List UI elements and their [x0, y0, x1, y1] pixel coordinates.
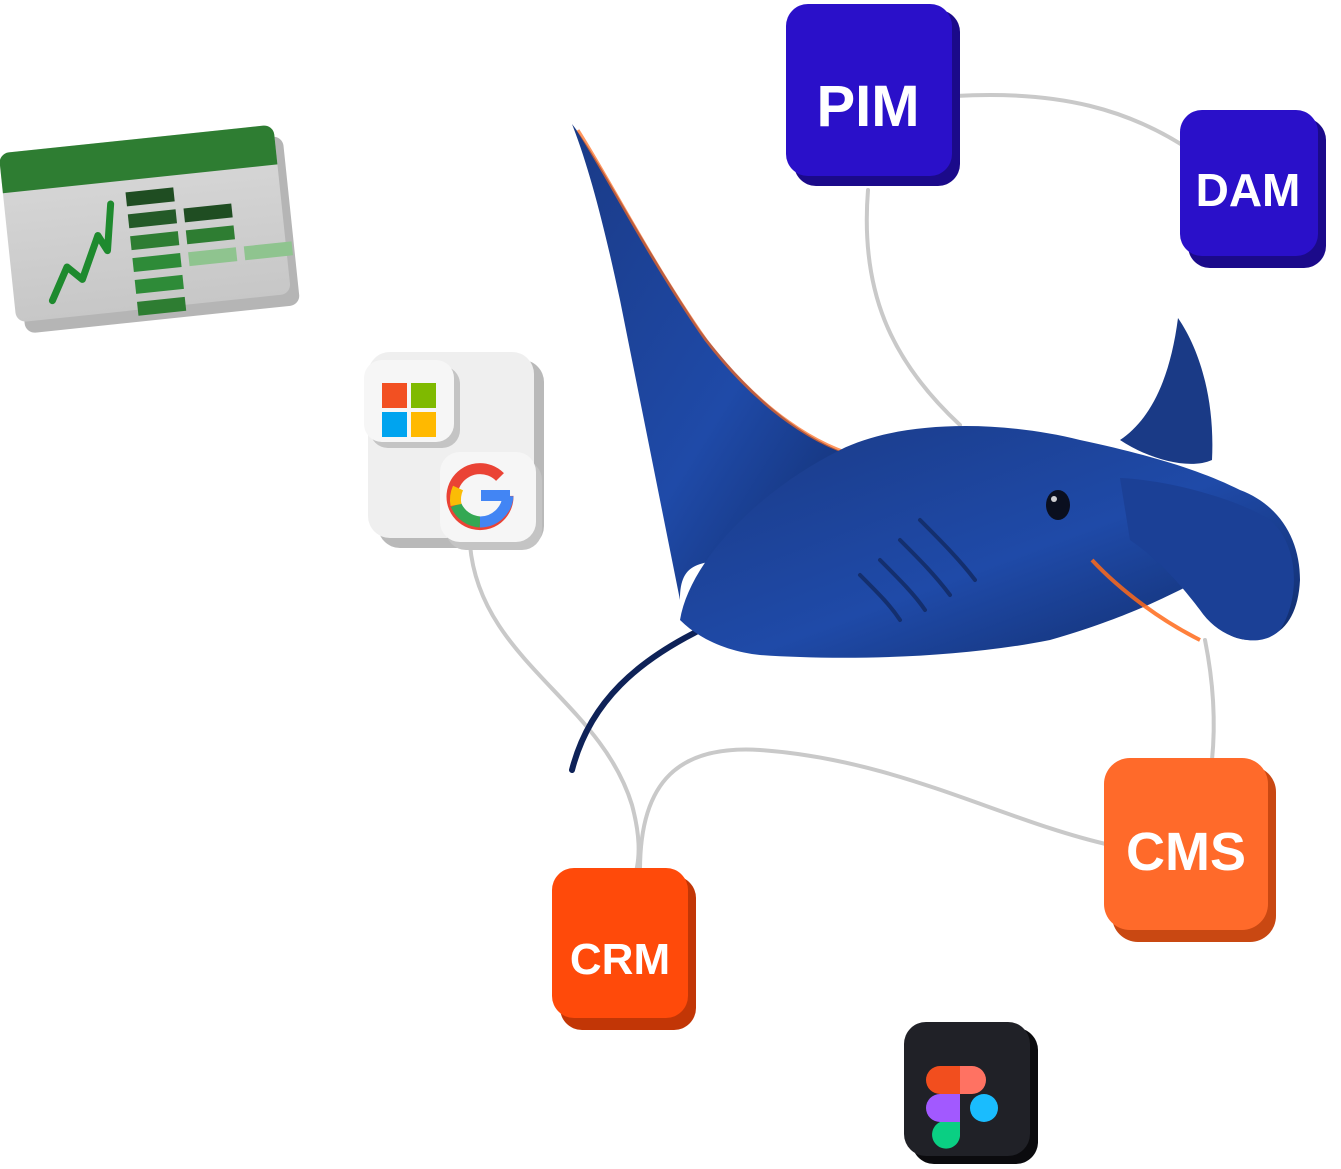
manta-left-wing-rim	[576, 129, 867, 460]
dam-label: DAM	[1196, 164, 1301, 216]
cms-label: CMS	[1126, 822, 1246, 882]
google-logo-icon	[440, 452, 542, 550]
manta-tail	[569, 627, 703, 773]
connector-lines	[468, 92, 1216, 874]
manta-right-fin	[1120, 318, 1213, 464]
crm-label: CRM	[570, 935, 670, 984]
spreadsheet-chart-icon	[0, 125, 300, 333]
google-crm-connector	[468, 543, 641, 874]
figma-logo-icon	[904, 1022, 1038, 1164]
crm-cms-connector	[638, 747, 1112, 872]
manta-cms-connector	[1203, 638, 1216, 762]
manta-mouth-rim	[1090, 558, 1201, 642]
manta-gills	[858, 518, 977, 622]
manta-cephalic-lobe	[1120, 478, 1294, 641]
pim-tile: PIM	[786, 4, 960, 186]
dam-tile: DAM	[1180, 110, 1326, 268]
manta-ray-mascot	[569, 124, 1300, 773]
microsoft-logo-icon	[364, 360, 460, 448]
pim-label: PIM	[816, 74, 919, 139]
pim-dam-connector	[953, 92, 1192, 152]
cms-tile: CMS	[1104, 758, 1276, 942]
crm-tile: CRM	[552, 868, 696, 1030]
productivity-apps-block	[364, 352, 544, 550]
manta-eye	[1046, 490, 1070, 520]
pim-manta-connector	[864, 188, 962, 427]
